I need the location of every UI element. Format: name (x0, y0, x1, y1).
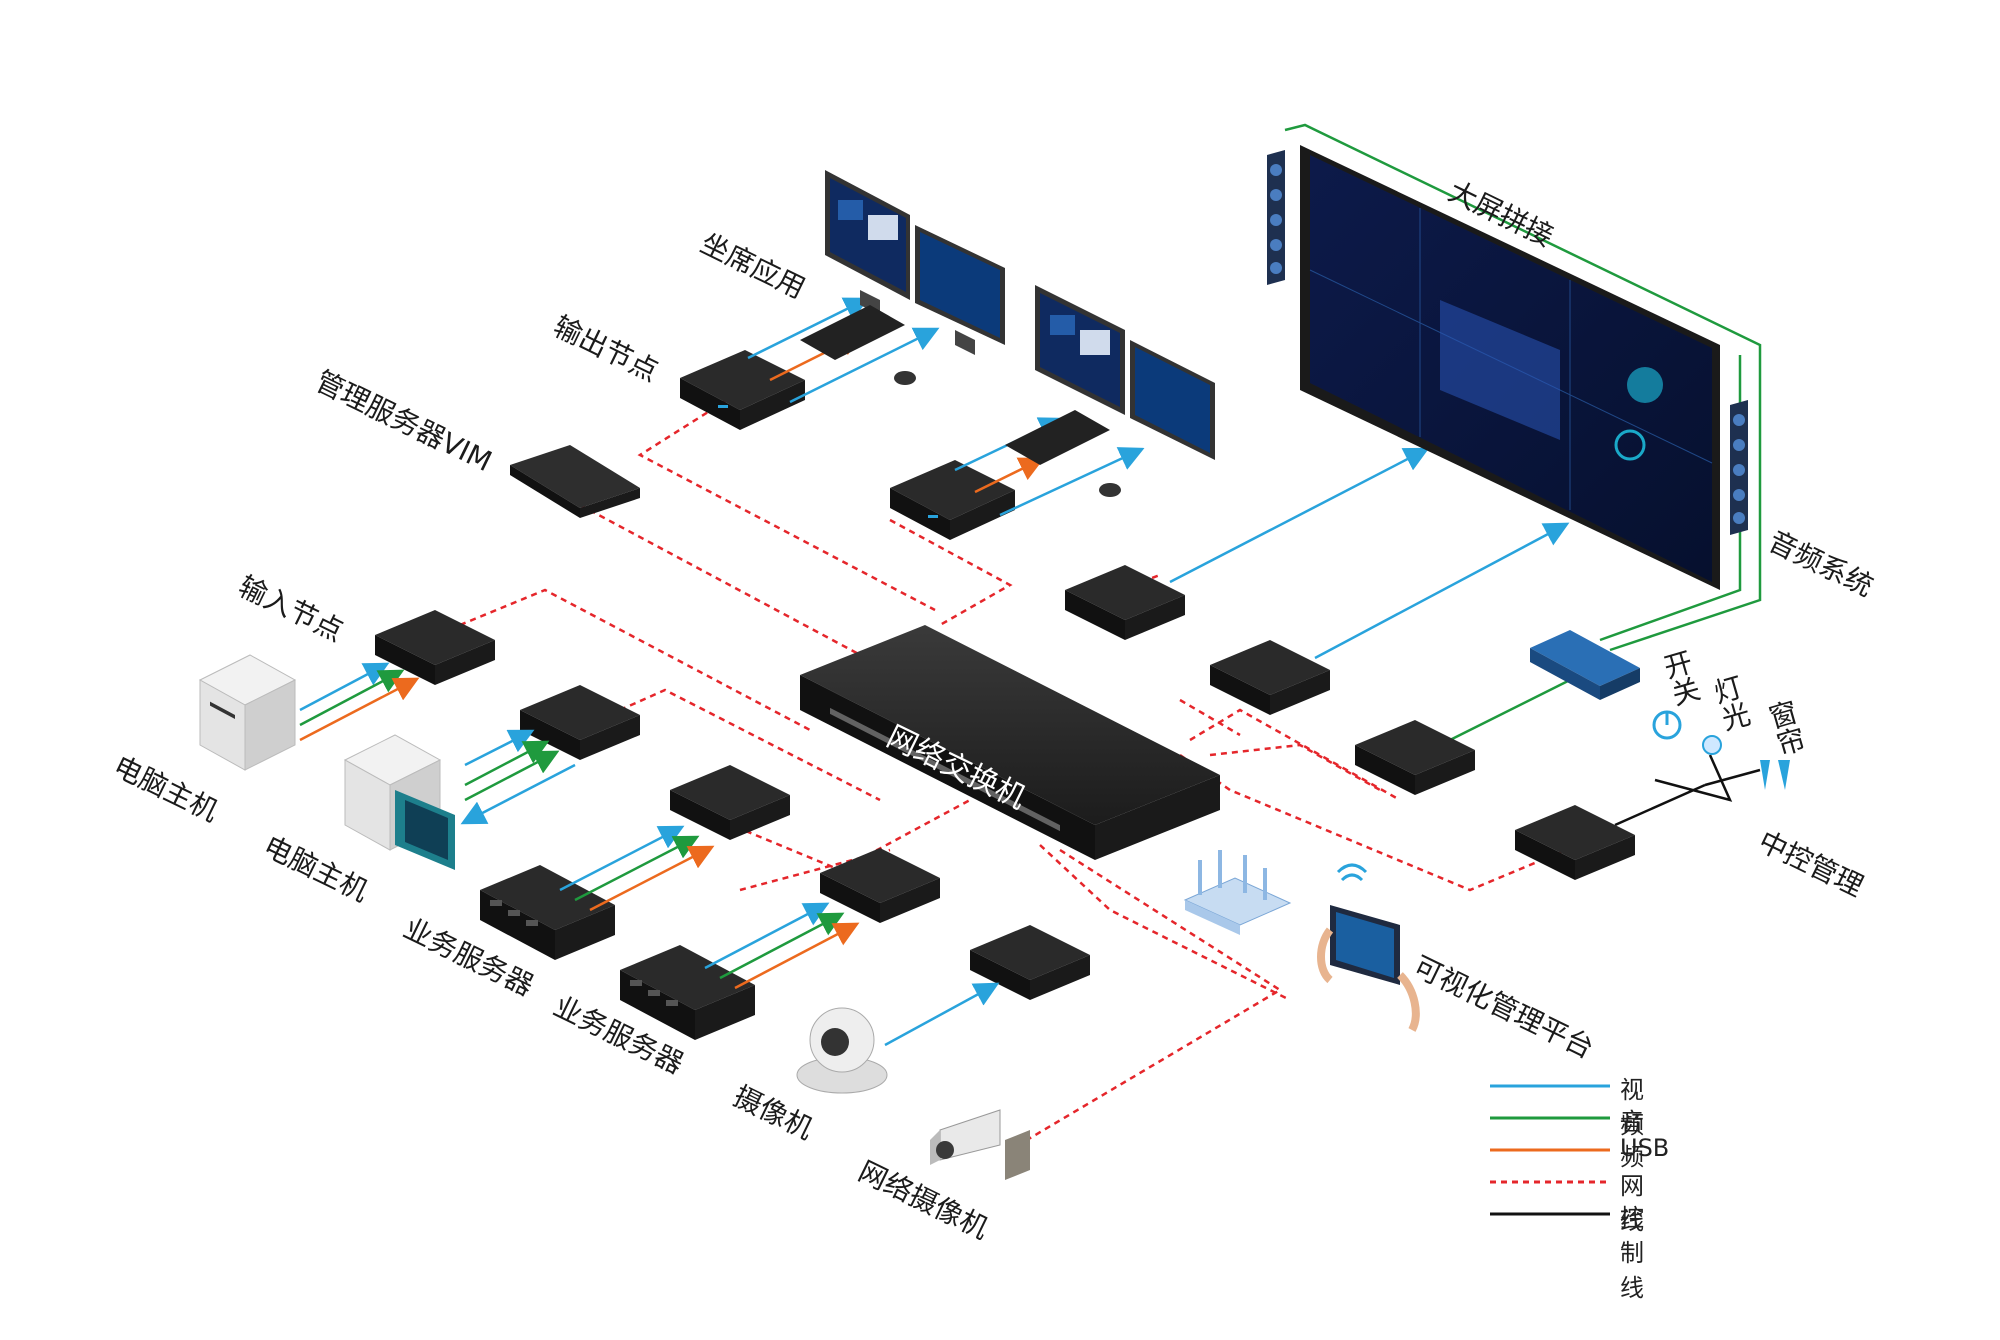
legend-item-usb: USB (1620, 1134, 1670, 1162)
tablet (1317, 863, 1420, 1032)
legend-item-video: 视频 (1620, 1076, 1644, 1139)
input-node-1 (375, 610, 495, 685)
input-node-4 (820, 848, 940, 923)
input-node-3 (670, 765, 790, 840)
net-camera (930, 1109, 1030, 1180)
input-node-2 (520, 685, 640, 760)
speaker-right (1730, 400, 1748, 535)
ptz-camera (796, 1007, 888, 1094)
biz-server-1 (480, 865, 615, 960)
big-screen-wall (1300, 145, 1720, 590)
network-switch (800, 625, 1220, 860)
output-node-1 (680, 350, 805, 430)
speaker-left (1267, 150, 1285, 285)
legend-item-control: 控制线 (1620, 1204, 1644, 1302)
seat-monitors-2 (1005, 285, 1215, 497)
screen-node-1 (1065, 565, 1185, 640)
input-node-5 (970, 925, 1090, 1000)
light-icon (1702, 735, 1722, 755)
seat-monitors-1 (800, 170, 1005, 385)
legend-item-network: 网线 (1620, 1172, 1644, 1235)
output-node-2 (890, 460, 1015, 540)
screen-node-3 (1355, 720, 1475, 795)
control-lines (1614, 754, 1761, 827)
curtain-icon (1760, 760, 1790, 790)
screen-node-2 (1210, 640, 1330, 715)
central-controller (1530, 630, 1640, 700)
pc-host-1 (198, 654, 297, 771)
mgmt-server (510, 445, 640, 518)
legend-lines (1490, 1084, 1610, 1216)
wifi-router (1183, 850, 1292, 935)
screen-node-4 (1515, 805, 1635, 880)
switch-icon (1652, 710, 1682, 740)
legend-item-audio: 音频 (1620, 1108, 1644, 1171)
biz-server-2 (620, 945, 755, 1040)
pc-host-2 (343, 734, 455, 870)
